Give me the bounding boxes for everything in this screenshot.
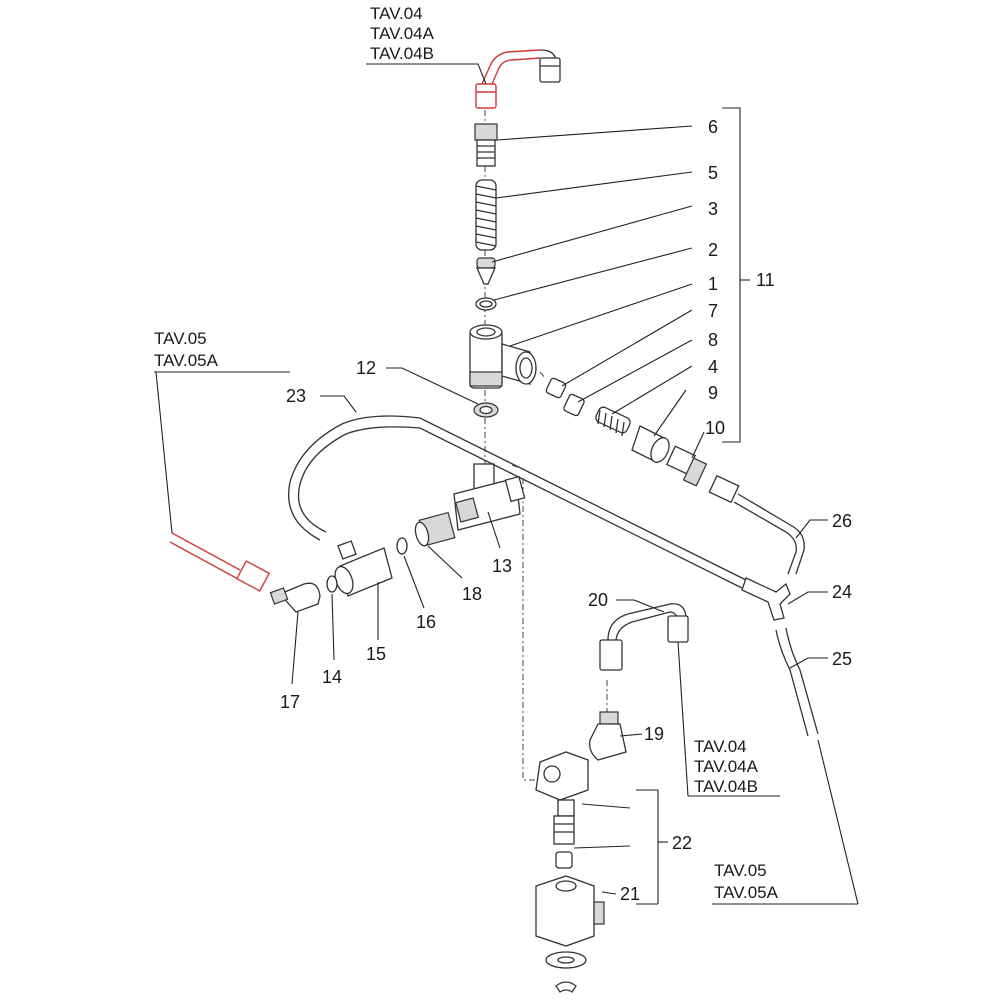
part-4-spring [595, 406, 631, 437]
label-3: 3 [708, 199, 718, 219]
label-17: 17 [280, 692, 300, 712]
top-elbow-pipe [475, 49, 561, 109]
part-25-tube [775, 627, 819, 737]
part-20-pipe [599, 603, 689, 671]
label-5: 5 [708, 163, 718, 183]
ref-text: TAV.05 [154, 329, 207, 348]
part-17-elbow [269, 582, 321, 613]
ref-text: TAV.05 [714, 861, 767, 880]
part-12-nut [473, 402, 499, 418]
part-15-body [334, 540, 393, 597]
part-21-clip [555, 981, 577, 993]
part-16-oring [396, 537, 408, 555]
label-6: 6 [708, 117, 718, 137]
label-13: 13 [492, 556, 512, 576]
part-5-spring [475, 179, 497, 251]
ref-tav04-right: TAV.04 TAV.04A TAV.04B [694, 737, 759, 796]
label-2: 2 [708, 240, 718, 260]
part-22-valve-body [535, 751, 589, 845]
label-15: 15 [366, 644, 386, 664]
part-1-tee-body [469, 324, 537, 389]
label-24: 24 [832, 582, 852, 602]
label-4: 4 [708, 357, 718, 377]
part-24-y-connector [741, 577, 791, 621]
ref-text: TAV.04B [370, 44, 434, 63]
label-19: 19 [644, 724, 664, 744]
part-22-plunger [555, 851, 573, 869]
label-1: 1 [708, 274, 718, 294]
label-20: 20 [588, 590, 608, 610]
ref-tav04-top: TAV.04 TAV.04A TAV.04B [370, 4, 435, 63]
ref-text: TAV.05A [154, 351, 219, 370]
label-23: 23 [286, 386, 306, 406]
part-23-hose [288, 415, 747, 589]
part-18-fitting [414, 511, 456, 547]
part-14-ring [326, 575, 338, 593]
part-21-washer [545, 951, 587, 969]
label-10: 10 [705, 418, 725, 438]
part-26-pipe [708, 474, 805, 575]
part-19-elbow [589, 711, 627, 761]
label-18: 18 [462, 584, 482, 604]
leader-lines [154, 63, 859, 905]
label-21: 21 [620, 884, 640, 904]
label-9: 9 [708, 383, 718, 403]
ref-text: TAV.04A [370, 24, 435, 43]
part-9-sleeve [631, 425, 670, 463]
left-red-tube [169, 532, 271, 592]
ref-text: TAV.04A [694, 757, 759, 776]
ref-text: TAV.04B [694, 777, 758, 796]
part-10-fitting [665, 445, 708, 487]
label-22: 22 [672, 833, 692, 853]
label-14: 14 [322, 667, 342, 687]
ref-tav05-right: TAV.05 TAV.05A [714, 861, 779, 902]
label-25: 25 [832, 649, 852, 669]
part-6-nipple [474, 123, 498, 167]
ref-text: TAV.04 [370, 4, 423, 23]
label-26: 26 [832, 511, 852, 531]
part-21-coil [535, 875, 605, 947]
ref-text: TAV.05A [714, 883, 779, 902]
label-8: 8 [708, 330, 718, 350]
label-12: 12 [356, 358, 376, 378]
part-8-seat [563, 393, 585, 417]
ref-tav05-left: TAV.05 TAV.05A [154, 329, 219, 370]
part-7-bushing [545, 377, 567, 399]
part-number-labels: 6 5 3 2 1 7 8 4 9 10 11 12 23 13 18 16 1… [280, 117, 852, 904]
label-7: 7 [708, 301, 718, 321]
label-11: 11 [756, 270, 775, 290]
assembly-axes [484, 110, 608, 781]
part-2-oring [475, 297, 497, 311]
part-3-valve-cone [476, 257, 496, 285]
ref-text: TAV.04 [694, 737, 747, 756]
part-13-cross [453, 463, 526, 531]
label-16: 16 [416, 612, 436, 632]
